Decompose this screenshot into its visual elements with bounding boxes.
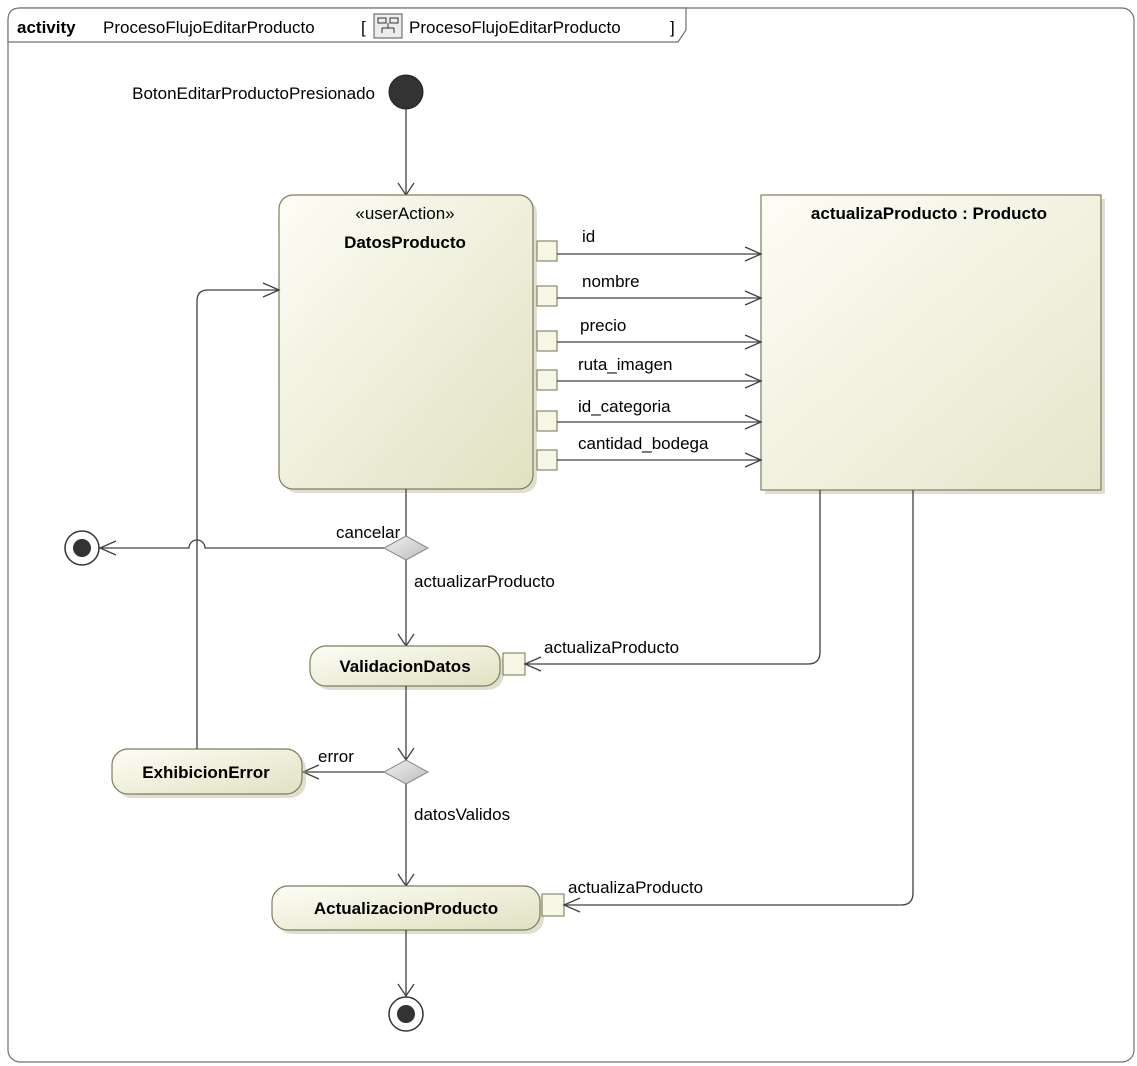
object-flow-to-validacion: [523, 490, 821, 672]
flow-error: [301, 764, 384, 780]
frame-reference: ProcesoFlujoEditarProducto: [409, 18, 621, 37]
actualizacion-producto-name: ActualizacionProducto: [314, 899, 498, 918]
flow-label-precio: precio: [580, 316, 626, 335]
diagram-frame: activity ProcesoFlujoEditarProducto [ Pr…: [7, 7, 1135, 1063]
flow-label-id-categoria: id_categoria: [578, 397, 671, 416]
action-datos-producto[interactable]: «userAction» DatosProducto: [278, 194, 537, 493]
action-actualizacion-producto[interactable]: ActualizacionProducto: [271, 885, 544, 934]
activity-reference-icon: [373, 13, 403, 39]
datos-producto-stereotype: «userAction»: [355, 204, 454, 223]
validacion-datos-name: ValidacionDatos: [339, 657, 470, 676]
action-exhibicion-error[interactable]: ExhibicionError: [111, 748, 306, 798]
guard-datos-validos: datosValidos: [414, 805, 510, 824]
pin-flows: [557, 246, 763, 468]
actualizacion-input-pin: [541, 893, 565, 917]
guard-actualizar-producto: actualizarProducto: [414, 572, 555, 591]
guard-error: error: [318, 747, 354, 766]
object-flow-label-actualizacion: actualizaProducto: [568, 878, 703, 897]
frame-name: ProcesoFlujoEditarProducto: [103, 18, 315, 37]
flow-label-nombre: nombre: [582, 272, 640, 291]
exhibicion-error-name: ExhibicionError: [142, 763, 270, 782]
activity-final-node-cancel: [64, 530, 100, 566]
flow-label-ruta-imagen: ruta_imagen: [578, 355, 673, 374]
actualiza-producto-name: actualizaProducto : Producto: [811, 204, 1047, 223]
object-flow-to-actualizacion: [562, 490, 914, 913]
frame-close-bracket: ]: [670, 18, 675, 37]
frame-open-bracket: [: [361, 18, 366, 37]
guard-cancelar: cancelar: [336, 523, 401, 542]
flow-label-id: id: [582, 227, 595, 246]
flow-to-final: [397, 930, 415, 998]
initial-node-label: BotonEditarProductoPresionado: [132, 84, 375, 103]
output-pins: [536, 240, 558, 471]
flow-label-cantidad-bodega: cantidad_bodega: [578, 434, 709, 453]
action-validacion-datos[interactable]: ValidacionDatos: [309, 645, 504, 690]
object-flow-label-validacion: actualizaProducto: [544, 638, 679, 657]
initial-node: [388, 74, 424, 110]
frame-keyword: activity: [17, 18, 76, 37]
validacion-input-pin: [502, 652, 526, 676]
object-actualiza-producto[interactable]: actualizaProducto : Producto: [760, 194, 1105, 494]
activity-final-node: [388, 996, 424, 1032]
flow-error-return: [196, 282, 281, 749]
datos-producto-name: DatosProducto: [344, 233, 466, 252]
